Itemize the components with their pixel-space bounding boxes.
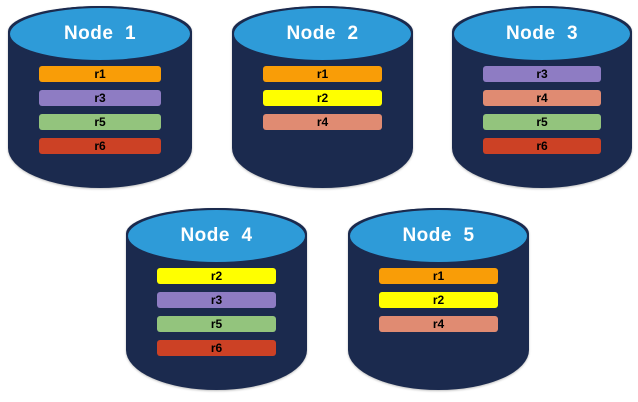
record-label: r2 xyxy=(432,293,445,307)
record-bar-r5[interactable]: r5 xyxy=(156,316,277,332)
record-list: r1 r2 r4 xyxy=(232,66,413,130)
record-label: r4 xyxy=(536,91,548,105)
record-list: r1 r2 r4 xyxy=(348,268,529,332)
record-bar-r4[interactable]: r4 xyxy=(482,90,602,106)
record-list: r3 r4 r5 r6 xyxy=(452,66,632,154)
record-label: r6 xyxy=(536,139,548,153)
record-label: r1 xyxy=(432,269,445,283)
record-bar-r5[interactable]: r5 xyxy=(39,114,161,130)
record-bar-r3[interactable]: r3 xyxy=(482,66,602,82)
record-list: r2 r3 r5 r6 xyxy=(126,268,307,356)
record-label: r1 xyxy=(316,67,329,81)
record-label: r3 xyxy=(210,293,223,307)
record-bar-r3[interactable]: r3 xyxy=(156,292,277,308)
record-bar-r2[interactable]: r2 xyxy=(156,268,277,284)
record-list: r1 r3 r5 r6 xyxy=(8,66,192,154)
record-bar-r6[interactable]: r6 xyxy=(156,340,277,356)
record-label: r6 xyxy=(210,341,223,355)
record-label: r5 xyxy=(536,115,548,129)
record-bar-r6[interactable]: r6 xyxy=(39,138,161,154)
record-label: r3 xyxy=(536,67,548,81)
record-label: r4 xyxy=(316,115,329,129)
record-label: r5 xyxy=(210,317,223,331)
cylinder-top-ellipse xyxy=(8,6,192,62)
record-bar-r3[interactable]: r3 xyxy=(39,90,161,106)
record-bar-r1[interactable]: r1 xyxy=(262,66,383,82)
cylinder-top-ellipse xyxy=(348,208,529,264)
record-label: r6 xyxy=(94,139,106,153)
cylinder-top-ellipse xyxy=(126,208,307,264)
record-bar-r1[interactable]: r1 xyxy=(378,268,499,284)
record-bar-r5[interactable]: r5 xyxy=(482,114,602,130)
cylinder-top-ellipse xyxy=(452,6,632,62)
record-label: r2 xyxy=(316,91,329,105)
cylinder-top-ellipse xyxy=(232,6,413,62)
record-label: r5 xyxy=(94,115,106,129)
record-bar-r2[interactable]: r2 xyxy=(262,90,383,106)
record-bar-r4[interactable]: r4 xyxy=(262,114,383,130)
record-label: r1 xyxy=(94,67,106,81)
record-bar-r4[interactable]: r4 xyxy=(378,316,499,332)
record-bar-r1[interactable]: r1 xyxy=(39,66,161,82)
record-label: r3 xyxy=(94,91,106,105)
record-bar-r2[interactable]: r2 xyxy=(378,292,499,308)
record-label: r2 xyxy=(210,269,223,283)
record-bar-r6[interactable]: r6 xyxy=(482,138,602,154)
record-label: r4 xyxy=(432,317,445,331)
